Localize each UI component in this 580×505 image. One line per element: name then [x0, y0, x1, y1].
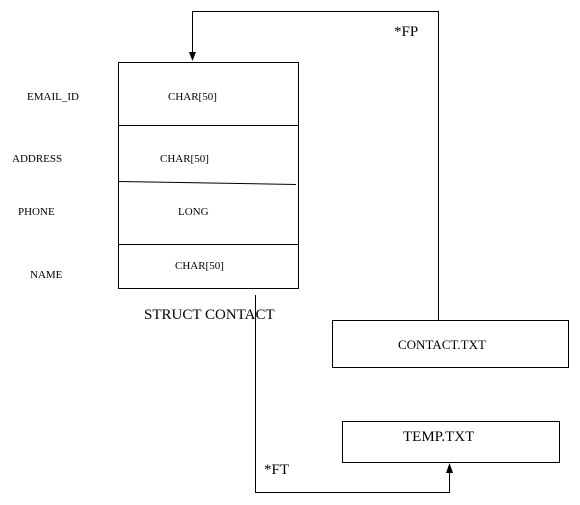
field-name-name: NAME — [30, 269, 63, 281]
struct-divider-2 — [118, 181, 297, 185]
field-name-phone: PHONE — [18, 206, 55, 218]
ft-pointer-line — [255, 295, 450, 493]
field-name-email: EMAIL_ID — [27, 91, 79, 103]
fp-pointer-label: *FP — [394, 24, 418, 40]
struct-caption: STRUCT CONTACT — [144, 307, 275, 323]
field-type-name: CHAR[50] — [175, 260, 224, 272]
field-type-email: CHAR[50] — [168, 91, 217, 103]
field-type-address: CHAR[50] — [160, 153, 209, 165]
ft-pointer-label: *FT — [264, 462, 289, 478]
ft-arrowhead — [446, 463, 453, 473]
contact-file-label: CONTACT.TXT — [398, 337, 486, 352]
field-type-phone: LONG — [178, 206, 209, 218]
temp-file-label: TEMP.TXT — [403, 429, 474, 445]
field-name-address: ADDRESS — [12, 153, 62, 165]
fp-pointer-line — [192, 11, 439, 320]
fp-arrowhead — [189, 52, 196, 61]
temp-file-box — [342, 421, 560, 463]
struct-box — [118, 62, 299, 289]
contact-file-box — [332, 320, 569, 368]
